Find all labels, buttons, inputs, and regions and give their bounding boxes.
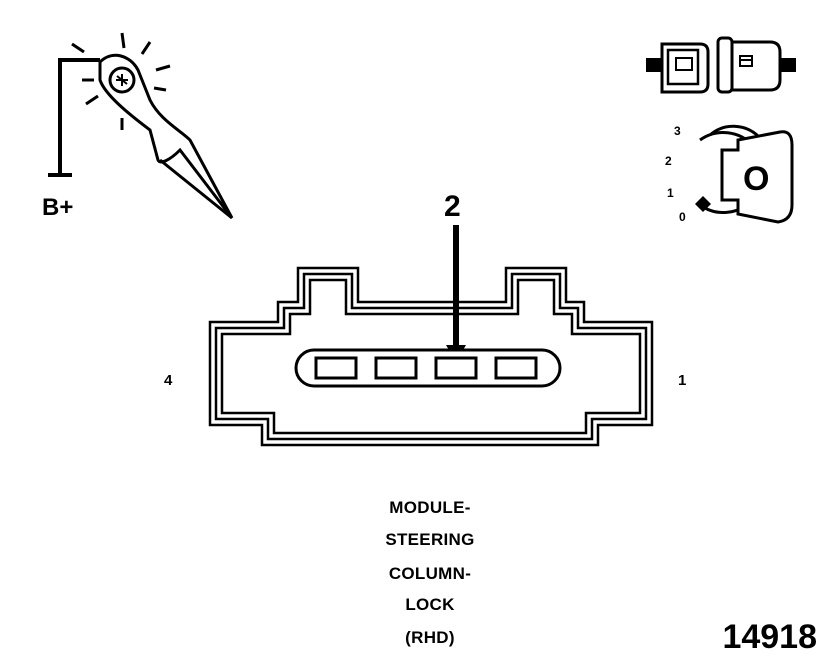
pointer-arrow bbox=[446, 225, 466, 362]
caption-line-3: COLUMN- bbox=[388, 564, 472, 583]
cavity-1 bbox=[494, 356, 538, 380]
cavity-4 bbox=[314, 356, 358, 380]
terminal-number-label: 2 bbox=[444, 190, 461, 223]
caption-line-4: LOCK bbox=[405, 595, 455, 614]
caption-line-1: MODULE- bbox=[389, 498, 471, 517]
connector-disconnected-icon bbox=[646, 36, 796, 94]
key-position-2: 2 bbox=[665, 154, 672, 168]
caption-line-2: STEERING bbox=[385, 530, 475, 549]
connector-face bbox=[208, 266, 654, 447]
key-position-0: 0 bbox=[679, 210, 686, 224]
pin-number-left: 4 bbox=[164, 372, 173, 389]
cavity-2 bbox=[434, 356, 478, 380]
ignition-key-icon bbox=[695, 124, 794, 224]
caption-line-5: (RHD) bbox=[405, 628, 455, 647]
supply-label: B+ bbox=[42, 194, 74, 221]
key-position-3: 3 bbox=[674, 124, 681, 138]
pin-number-right: 1 bbox=[678, 372, 687, 389]
key-letter: O bbox=[743, 160, 770, 198]
figure-number: 14918 bbox=[722, 618, 817, 656]
cavity-3 bbox=[374, 356, 418, 380]
cavity-strip bbox=[294, 348, 562, 388]
key-position-1: 1 bbox=[667, 186, 674, 200]
test-lamp-icon bbox=[48, 32, 234, 220]
